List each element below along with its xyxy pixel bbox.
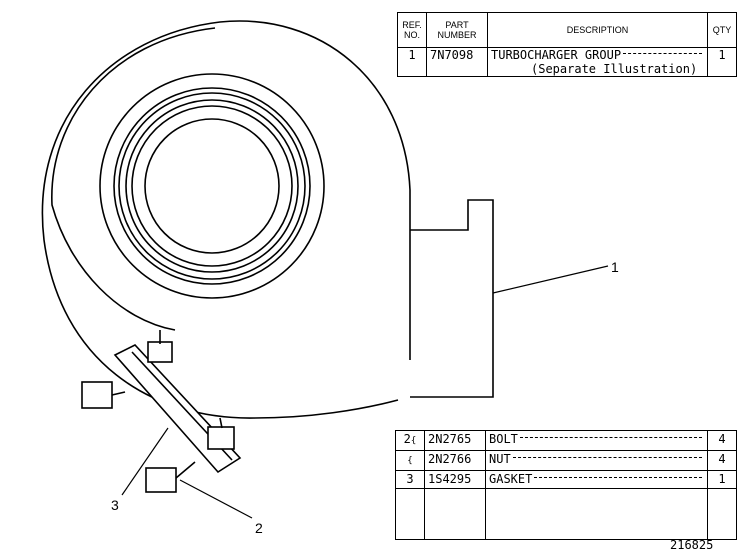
part-number-header: PART NUMBER <box>426 12 488 48</box>
description-cell: TURBOCHARGER GROUP (Separate Illustratio… <box>487 47 708 77</box>
bolt-lower <box>145 417 235 493</box>
table-row: { 2N2766 NUT 4 <box>395 450 737 471</box>
qty-cell: 4 <box>707 430 737 451</box>
callout-3: 3 <box>111 497 119 513</box>
leader-dashes <box>623 52 702 54</box>
qty-cell: 1 <box>707 47 737 77</box>
qty-header: QTY <box>707 12 737 48</box>
qty-cell: 1 <box>707 470 737 489</box>
part-cell: 1S4295 <box>424 470 486 489</box>
ref-cell: 3 <box>395 470 425 489</box>
callout-1: 1 <box>611 259 619 275</box>
ref-cell: 2{ <box>395 430 425 451</box>
leader-1 <box>492 265 609 294</box>
leader-3 <box>121 427 169 496</box>
ref-no-header: REF. NO. <box>397 12 427 48</box>
housing-inner-edge <box>51 27 216 331</box>
table-row: 1 7N7098 TURBOCHARGER GROUP (Separate Il… <box>397 47 737 77</box>
table-row: 3 1S4295 GASKET 1 <box>395 470 737 489</box>
description-cell: NUT <box>485 450 708 471</box>
hardware-parts-table: 2{ 2N2765 BOLT 4 { 2N2766 NUT 4 3 1S4295… <box>395 430 737 540</box>
housing-outline <box>41 20 411 419</box>
parts-header-table: REF. NO. PART NUMBER DESCRIPTION QTY 1 7… <box>397 12 737 77</box>
drawing-number: 216825 <box>670 538 714 552</box>
description-header: DESCRIPTION <box>487 12 708 48</box>
part-cell: 7N7098 <box>426 47 488 77</box>
table-row <box>395 488 737 540</box>
description-cell: BOLT <box>485 430 708 451</box>
callout-2: 2 <box>255 520 263 536</box>
part-cell: 2N2765 <box>424 430 486 451</box>
clamp-plate <box>113 344 242 474</box>
qty-cell: 4 <box>707 450 737 471</box>
leader-2 <box>179 479 253 519</box>
outlet-flange <box>410 199 494 398</box>
description-text: TURBOCHARGER GROUP <box>491 48 622 62</box>
bolt-upper <box>81 330 173 409</box>
ref-cell: { <box>395 450 425 471</box>
table-row: 2{ 2N2765 BOLT 4 <box>395 430 737 451</box>
ref-cell: 1 <box>397 47 427 77</box>
description-note: (Separate Illustration) <box>531 62 698 76</box>
description-cell: GASKET <box>485 470 708 489</box>
inlet-rings <box>99 73 325 299</box>
part-cell: 2N2766 <box>424 450 486 471</box>
